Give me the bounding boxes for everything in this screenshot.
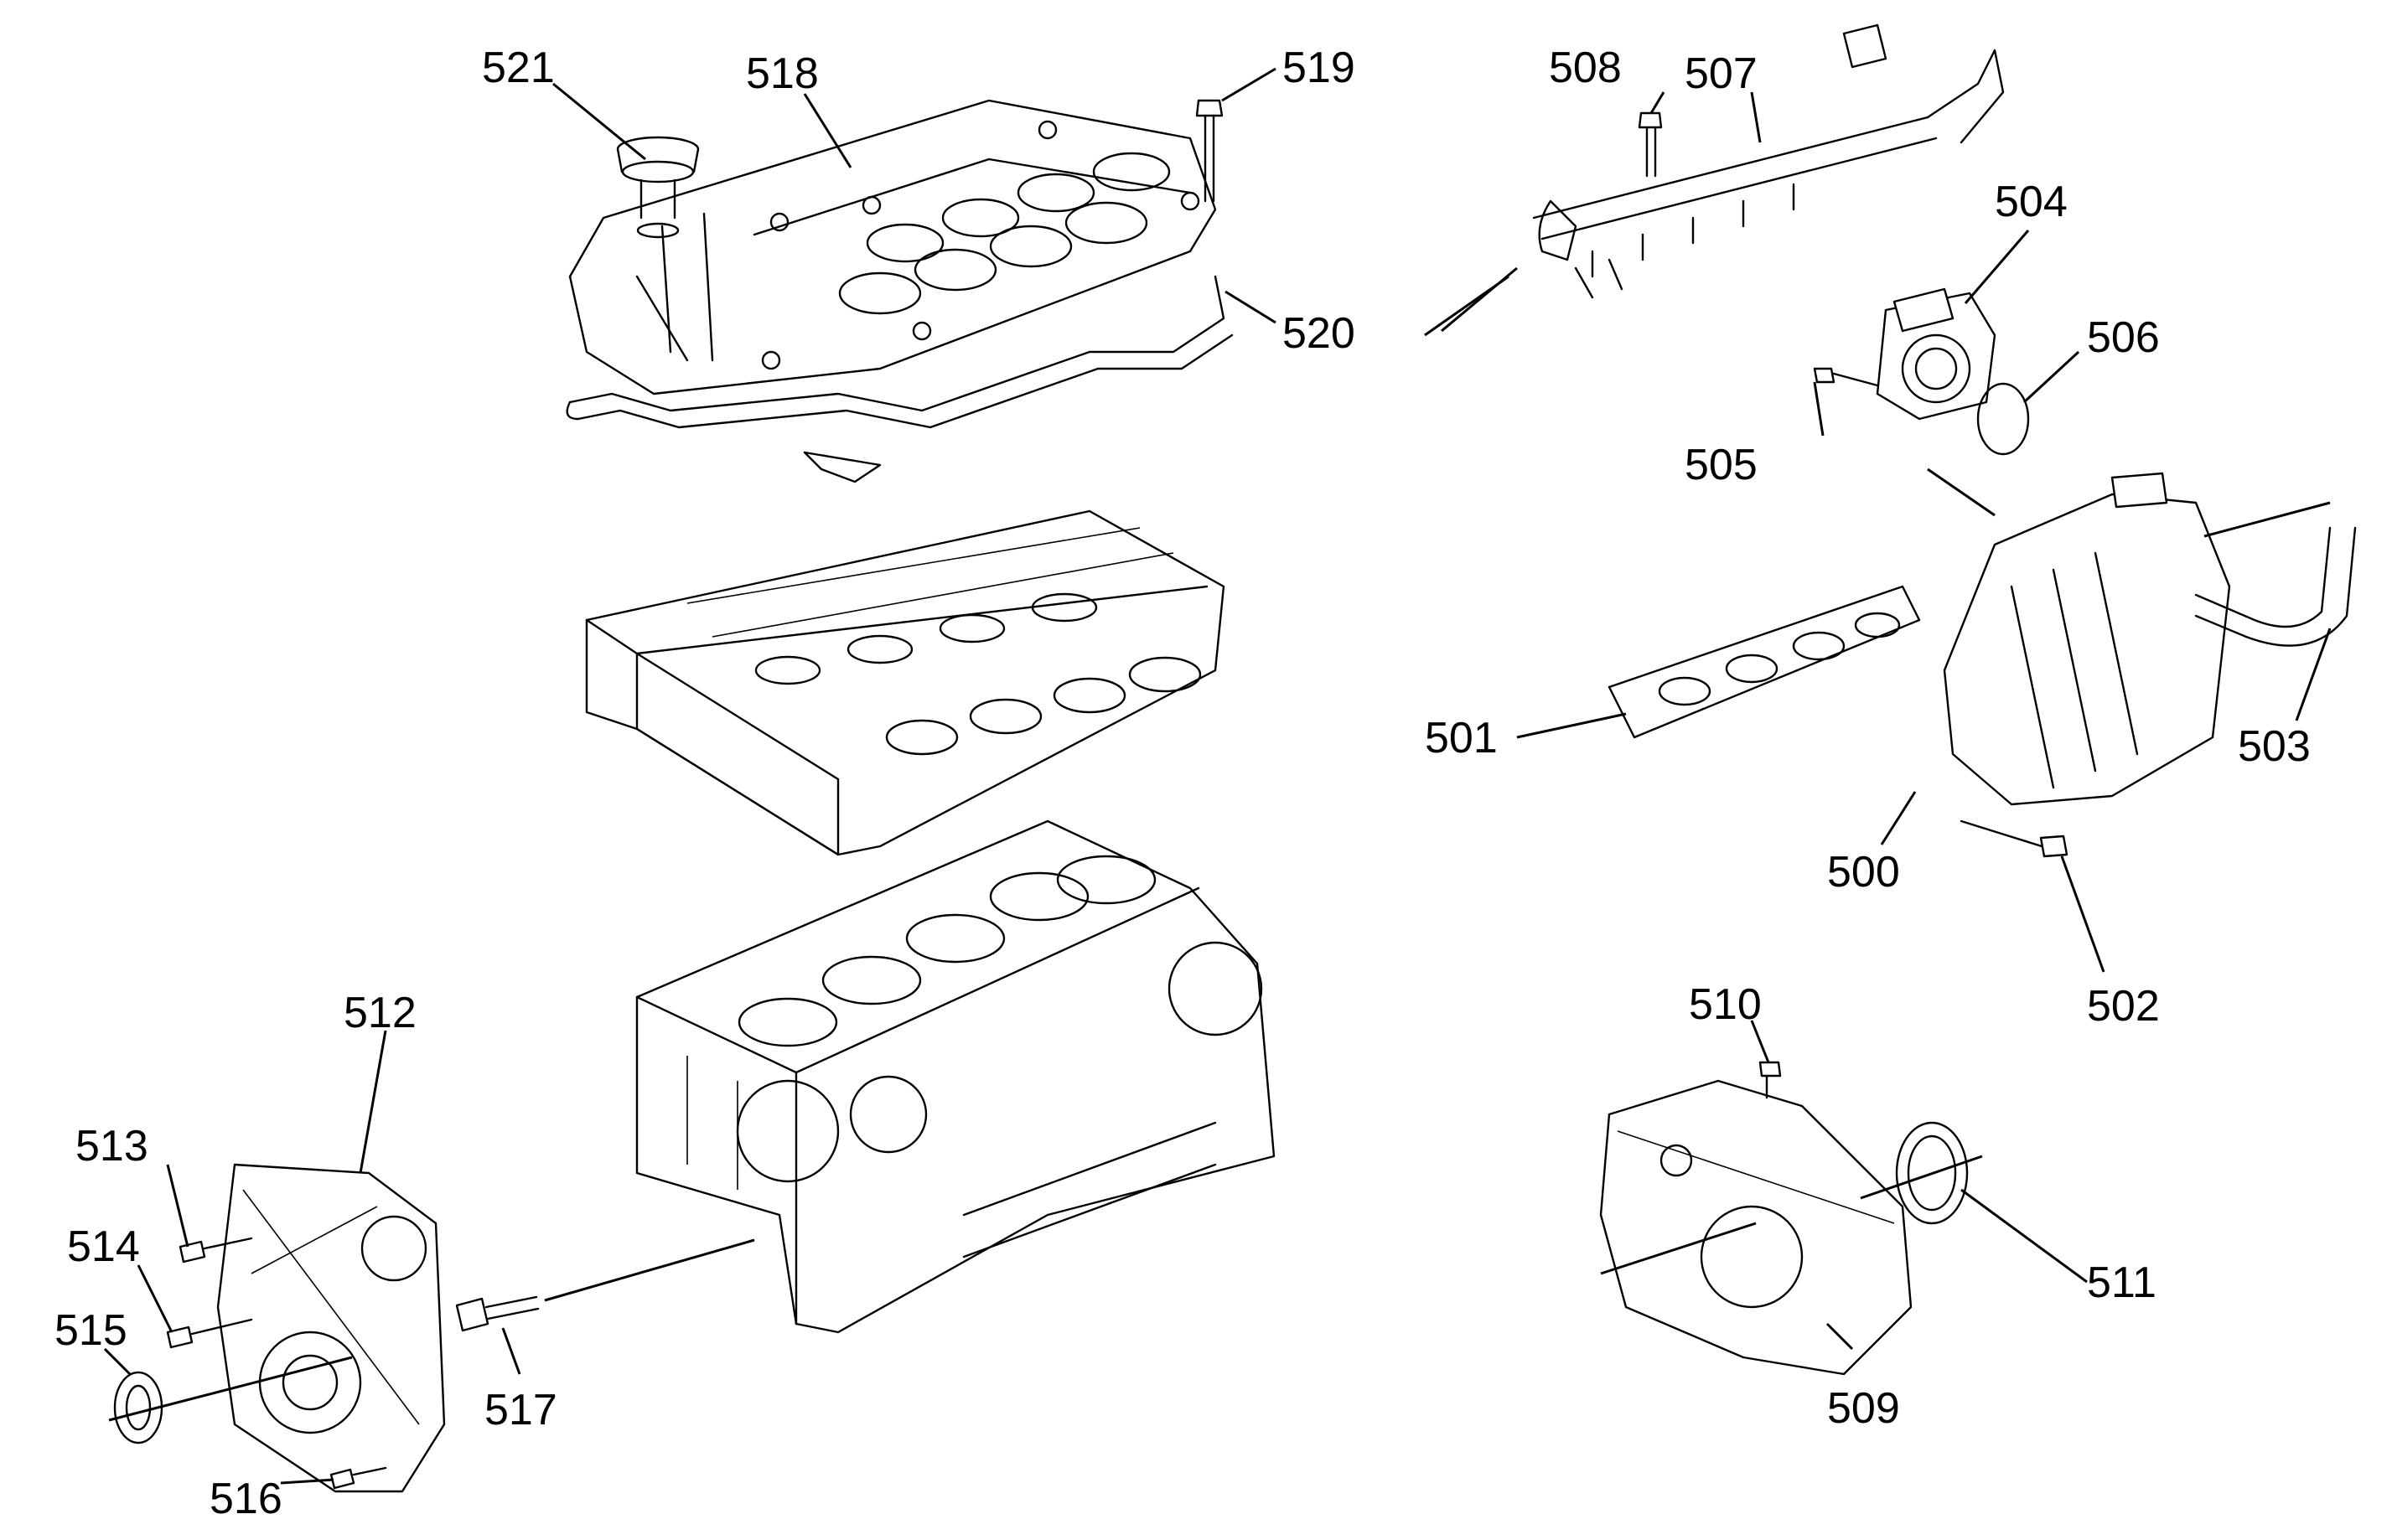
throttle-body — [1876, 287, 1996, 421]
callout-506: 506 — [2087, 313, 2160, 362]
callout-513: 513 — [75, 1122, 148, 1171]
camshaft-cover-gasket — [566, 275, 1234, 483]
camshaft-cover-bolt — [1195, 99, 1224, 203]
intake-manifold — [1943, 472, 2231, 806]
front-cover-long-bolt — [455, 1295, 540, 1332]
callout-511: 511 — [2087, 1258, 2156, 1307]
callout-519: 519 — [1282, 44, 1355, 92]
callout-518: 518 — [746, 49, 819, 98]
callout-517: 517 — [484, 1386, 557, 1434]
pcv-hose — [2194, 526, 2357, 647]
camshaft-cover — [568, 99, 1217, 395]
callout-509: 509 — [1827, 1384, 1900, 1433]
callout-510: 510 — [1689, 980, 1762, 1029]
throttle-body-bolt — [1813, 367, 1879, 387]
engine-block — [635, 819, 1276, 1334]
engine-rear-cover — [1599, 1079, 1913, 1376]
callout-505: 505 — [1685, 441, 1758, 489]
callout-501: 501 — [1425, 714, 1498, 762]
intake-manifold-bolt — [1960, 819, 2068, 858]
callout-502: 502 — [2087, 982, 2160, 1031]
callout-508: 508 — [1549, 44, 1622, 92]
oil-fill-cap — [616, 136, 700, 239]
callout-514: 514 — [67, 1222, 140, 1271]
cylinder-head — [585, 509, 1225, 856]
callout-520: 520 — [1282, 309, 1355, 358]
callout-500: 500 — [1827, 848, 1900, 897]
front-cover-bolt-514 — [166, 1318, 253, 1349]
callout-515: 515 — [54, 1306, 127, 1355]
throttle-body-gasket — [1976, 382, 2030, 456]
callout-507: 507 — [1685, 49, 1758, 98]
callout-labels: 521 518 519 520 508 507 504 506 505 501 … — [54, 44, 2311, 1523]
callout-503: 503 — [2238, 722, 2311, 771]
leader-lines — [103, 67, 2332, 1485]
fuel-rail-assembly — [1532, 23, 2005, 299]
front-cover-bolt-516 — [329, 1466, 387, 1490]
front-cover-bolt-513 — [179, 1237, 253, 1264]
callout-504: 504 — [1995, 178, 2068, 226]
callout-512: 512 — [344, 989, 417, 1037]
fuel-rail-bolt — [1638, 111, 1663, 178]
callout-521: 521 — [482, 44, 555, 92]
intake-manifold-gasket — [1608, 585, 1921, 739]
callout-516: 516 — [210, 1475, 282, 1523]
rear-cover-bolt — [1758, 1061, 1782, 1099]
engine-front-cover — [216, 1163, 446, 1493]
